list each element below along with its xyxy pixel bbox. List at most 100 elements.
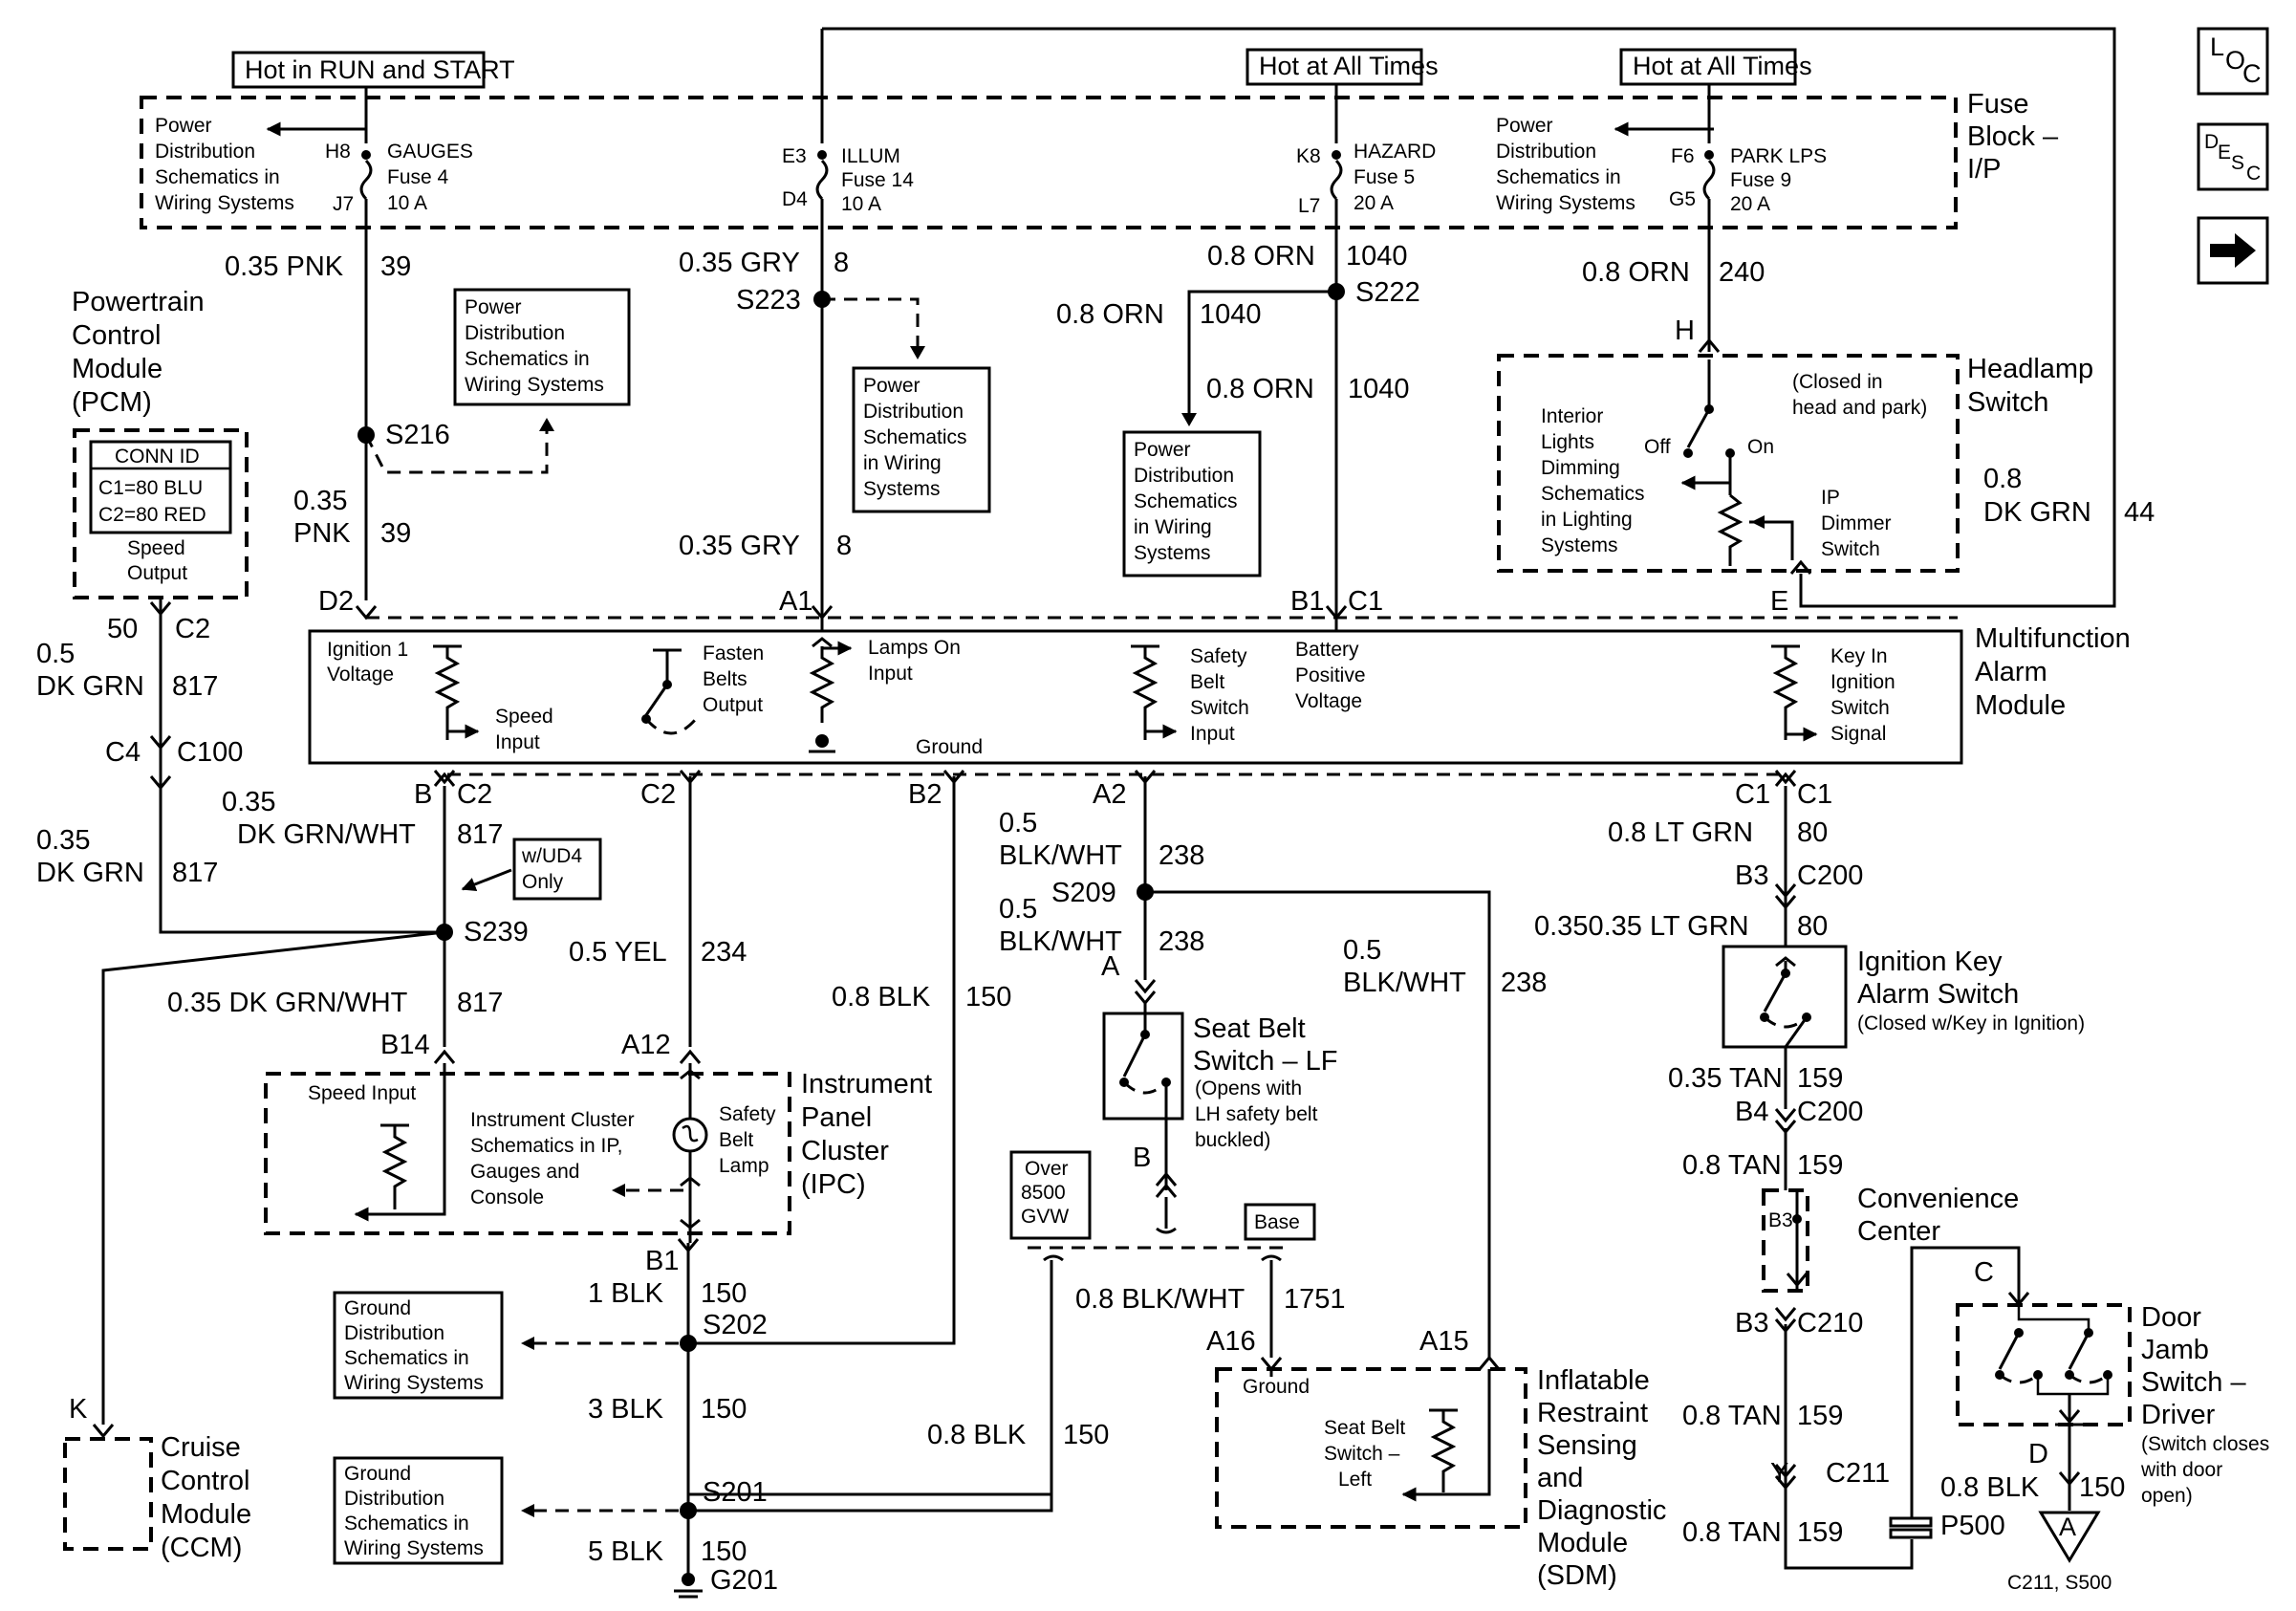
fuse-gauges-name: GAUGES: [387, 141, 473, 163]
wire-bw238b-num: 238: [1159, 926, 1204, 957]
desc-button[interactable]: D E S C: [2197, 122, 2269, 191]
mfam-speed-in-1: Speed: [495, 706, 553, 728]
wire-dgw-low-gauge: 0.35 DK GRN/WHT: [167, 988, 408, 1018]
fuse-park-name: PARK LPS: [1730, 145, 1827, 167]
pd-right-3: Schematics in: [1496, 166, 1621, 188]
wire-blk-s201-gauge: 0.8 BLK: [927, 1420, 1027, 1450]
wire-ltgrn-a-gauge: 0.8 LT GRN: [1608, 817, 1753, 848]
wire-bw238c-gauge-1: 0.5: [1343, 935, 1381, 966]
ipc-lamp-3: Lamp: [719, 1155, 769, 1177]
pcm-out-a: 50: [107, 614, 138, 644]
fuse-gauges: H8 J7 GAUGES Fuse 4 10 A: [325, 87, 473, 253]
wire-orn-park-gauge: 0.8 ORN: [1582, 257, 1690, 288]
headlamp-interior-5: in Lighting: [1541, 509, 1633, 531]
headlamp-dimmer-2: Dimmer: [1821, 512, 1892, 534]
wire-bw1751-gauge: 0.8 BLK/WHT: [1075, 1284, 1245, 1315]
pin-e: E: [1770, 586, 1788, 617]
pin-a15: A15: [1419, 1326, 1469, 1357]
door-title-3: Switch –: [2141, 1367, 2246, 1398]
wire-pnk-low-gauge-2: PNK: [293, 518, 351, 549]
door-note-1: (Switch closes: [2141, 1433, 2269, 1455]
splice-s222-label: S222: [1355, 277, 1420, 308]
pin-a-seatbelt: A: [1101, 951, 1120, 982]
wire-yel-num: 234: [701, 937, 747, 968]
wire-tan-c-gauge: 0.8 TAN: [1682, 1401, 1782, 1431]
hot-all-times-label-2: Hot at All Times: [1633, 52, 1812, 80]
headlamp-interior-6: Systems: [1541, 534, 1618, 556]
wire-pnk-top-gauge: 0.35 PNK: [225, 251, 344, 282]
desc-letter-c: C: [2246, 163, 2261, 185]
sdm-title-5: Diagnostic: [1537, 1495, 1666, 1526]
pd-box2-line-5: Systems: [863, 478, 941, 500]
pin-b: B: [414, 779, 432, 810]
next-page-button[interactable]: [2197, 216, 2269, 285]
pcm-conn-id: CONN ID: [115, 446, 200, 468]
door-title-2: Jamb: [2141, 1335, 2209, 1365]
wire-blk3-gauge: 3 BLK: [588, 1394, 664, 1425]
wire-bw238c-num: 238: [1501, 968, 1547, 998]
pin-a1: A1: [779, 586, 812, 617]
wire-dkgrn817-gauge-2: DK GRN: [36, 671, 144, 702]
pcm-speed-output-2: Output: [127, 562, 187, 584]
ipc-title-1: Instrument: [801, 1069, 932, 1099]
fuse-hazard-name: HAZARD: [1354, 141, 1436, 163]
wire-dkgrn035-num: 817: [172, 858, 218, 888]
over-line-3: GVW: [1021, 1206, 1069, 1228]
wire-bw238a-gauge-2: BLK/WHT: [999, 840, 1122, 871]
wire-tan-b-num: 159: [1797, 1150, 1843, 1181]
pd-right-4: Wiring Systems: [1496, 192, 1635, 214]
sdm-title-4: and: [1537, 1463, 1583, 1493]
pd-box3-line-3: Schematics: [1134, 490, 1238, 512]
pin-b1: B1: [1290, 586, 1324, 617]
mfam-lamps-on-1: Lamps On: [868, 637, 961, 659]
pcm-title-2: Control: [72, 320, 162, 351]
ipc-schem-2: Schematics in IP,: [470, 1135, 623, 1157]
convenience-center-outline: [1762, 1188, 1809, 1293]
pin-c2-b: C2: [640, 779, 676, 810]
wire-tan-d-gauge: 0.8 TAN: [1682, 1517, 1782, 1548]
fuse-gauges-bottom-pin: J7: [333, 193, 354, 215]
sdm-switch-2: Switch –: [1324, 1443, 1400, 1465]
mfam-battery-2: Positive: [1295, 664, 1366, 686]
ipc-schem-1: Instrument Cluster: [470, 1109, 635, 1131]
loc-button[interactable]: L O C: [2197, 27, 2269, 96]
headlamp-dimmer-1: IP: [1821, 487, 1840, 509]
wire-bw238c-gauge-2: BLK/WHT: [1343, 968, 1466, 998]
over-8500-box: [1009, 1150, 1092, 1240]
sdm-title-2: Restraint: [1537, 1398, 1648, 1428]
wire-tan-a-gauge: 0.35 TAN: [1668, 1063, 1783, 1094]
pcm-title-3: Module: [72, 354, 162, 384]
wire-tan-b-gauge: 0.8 TAN: [1682, 1150, 1782, 1181]
desc-letter-d: D: [2204, 131, 2219, 153]
pin-b-seatbelt: B: [1133, 1143, 1151, 1173]
mfam-ground: Ground: [916, 736, 983, 758]
pd-box2-line-1: Power: [863, 375, 921, 397]
pin-b1-ipc: B1: [645, 1246, 679, 1276]
pd-box2-line-3: Schematics: [863, 426, 967, 448]
wire-orn-s222-num: 1040: [1200, 299, 1262, 330]
ipc-lamp-2: Belt: [719, 1129, 753, 1151]
wire-blk5-num: 150: [701, 1536, 747, 1567]
fuse-gauges-number: Fuse 4: [387, 166, 449, 188]
mfam-title-1: Multifunction: [1975, 623, 2131, 654]
desc-letter-e: E: [2218, 142, 2231, 163]
wire-pnk-top-num: 39: [380, 251, 411, 282]
ground-icon: [674, 1573, 703, 1599]
gd-box2-line-3: Schematics in: [344, 1513, 469, 1535]
pin-b3: B3: [1735, 860, 1768, 891]
pin-a12: A12: [621, 1030, 671, 1060]
pin-y: Y: [1770, 1458, 1788, 1489]
wire-ltgrn-b-gauge: 0.350.35 LT GRN: [1534, 911, 1749, 942]
convenience-pin: B3: [1768, 1209, 1793, 1231]
pd-left-1: Power: [155, 115, 212, 137]
wire-dkgrn44-gauge-1: 0.8: [1983, 464, 2022, 494]
pin-c200: C200: [1797, 860, 1863, 891]
wire-pnk-low-num: 39: [380, 518, 411, 549]
sdm-ground: Ground: [1243, 1376, 1310, 1398]
wire-bw238a-gauge-1: 0.5: [999, 808, 1037, 838]
splice-s209-label: S209: [1051, 878, 1116, 908]
seat-belt-title-1: Seat Belt: [1193, 1013, 1306, 1044]
ipc-schem-4: Console: [470, 1186, 544, 1208]
headlamp-dimmer-3: Switch: [1821, 538, 1880, 560]
